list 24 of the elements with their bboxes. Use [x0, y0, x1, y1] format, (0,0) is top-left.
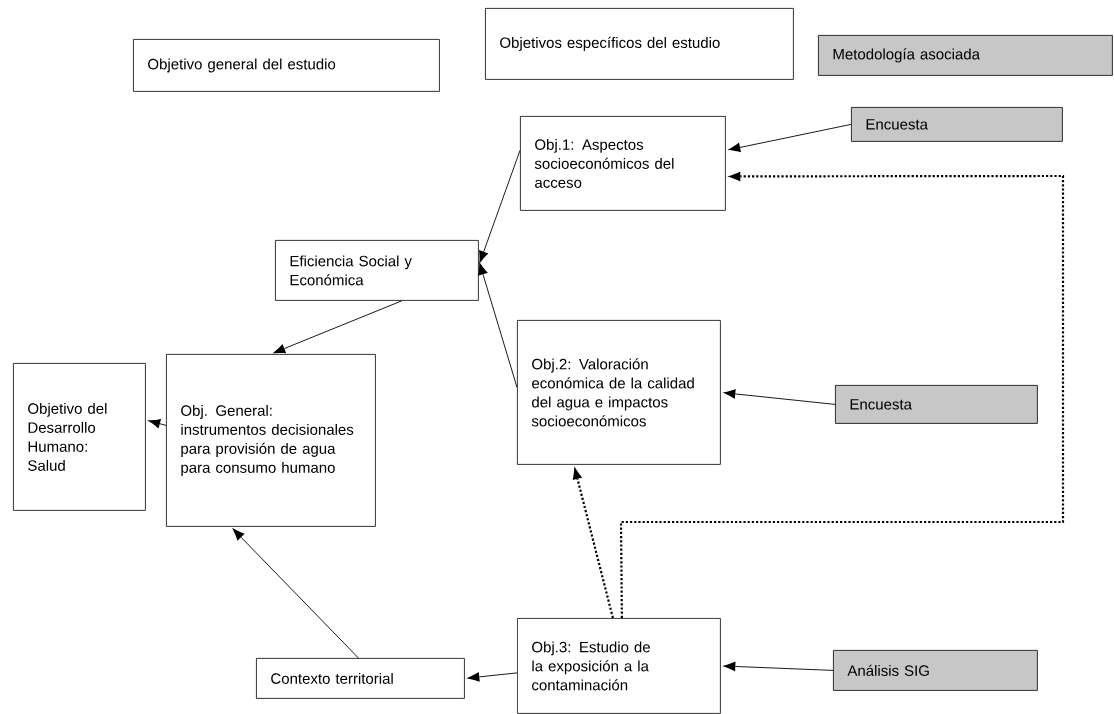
method-box: Análisis SIG	[833, 650, 1038, 691]
arrow	[147, 418, 167, 429]
arrow	[572, 466, 614, 619]
process-box: Eficiencia Social y Económica	[275, 240, 479, 301]
objective-box: Obj.3: Estudio de la exposición a la contaminación	[517, 618, 721, 714]
header-box: Objetivos específicos del estudio	[485, 8, 794, 80]
arrow	[272, 300, 403, 354]
arrow	[722, 661, 834, 672]
arrow	[466, 671, 518, 682]
goal-box: Objetivo del Desarrollo Humano: Salud	[13, 363, 146, 511]
objective-box: Obj.1: Aspectos socioeconómicos del acceso	[520, 116, 726, 211]
arrow	[727, 123, 852, 153]
arrow	[478, 261, 518, 388]
arrow	[231, 527, 359, 659]
method-box: Encuesta	[851, 107, 1063, 142]
process-box: Contexto territorial	[256, 658, 465, 699]
objective-box: Obj.2: Valoración económica de la calidad del agua e impactos socioeconómicos	[517, 320, 721, 465]
method-box: Metodología asociada	[818, 35, 1113, 76]
arrow	[479, 149, 521, 264]
arrow	[619, 171, 1065, 618]
objective-box: Obj. General: instrumentos decisionales para provisión de agua para consumo humano	[166, 354, 376, 527]
header-box: Objetivo general del estudio	[133, 39, 440, 92]
method-box: Encuesta	[835, 385, 1038, 424]
arrow	[722, 388, 836, 405]
